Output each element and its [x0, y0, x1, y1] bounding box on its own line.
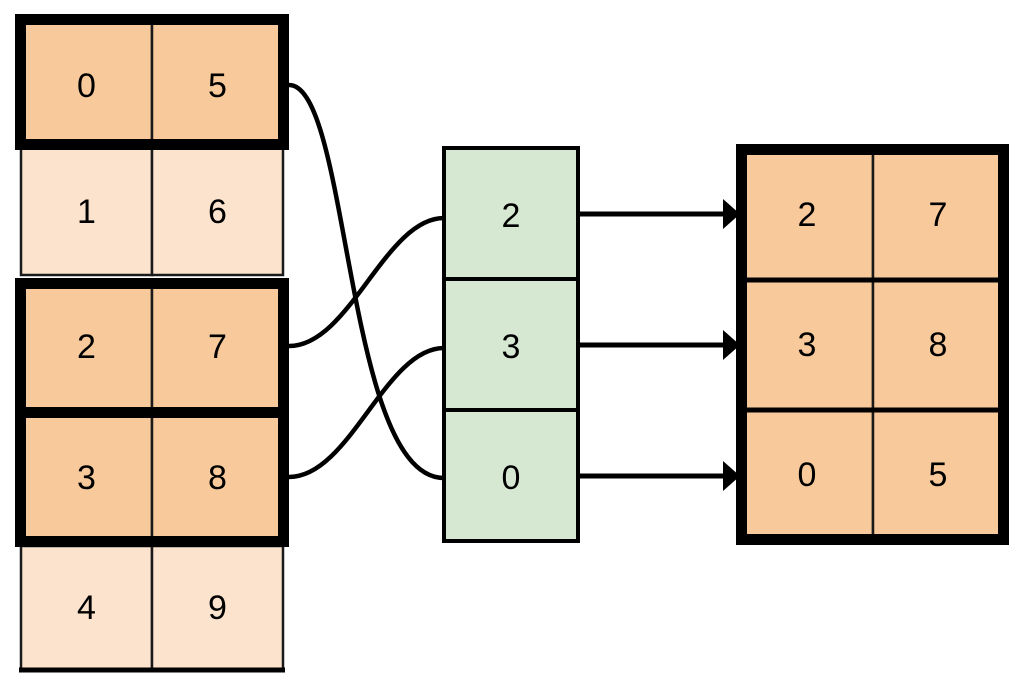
result-cell-0-0[interactable] — [740, 148, 875, 282]
result-array: 2 7 3 8 0 5 — [736, 144, 1009, 545]
source-cell-text: 4 — [77, 589, 96, 627]
source-cell-text: 9 — [208, 589, 227, 627]
arrow-index-2-to-result-2 — [579, 461, 740, 491]
source-cell-0-1[interactable] — [150, 18, 285, 146]
result-cell-text: 5 — [929, 456, 948, 494]
connector-row3-to-index-cell-1 — [288, 345, 445, 480]
source-row-3[interactable]: 3 8 — [19, 413, 285, 543]
arrow-group — [579, 199, 740, 491]
source-cell-text: 7 — [208, 328, 227, 366]
connector-row2-to-index-cell-0 — [288, 215, 445, 349]
source-cell-text: 1 — [77, 193, 96, 231]
arrow-head-icon — [723, 199, 740, 229]
arrow-index-1-to-result-1 — [579, 330, 740, 360]
arrow-head-icon — [723, 461, 740, 491]
source-selection-outline-row-0 — [15, 14, 289, 150]
source-cell-3-1[interactable] — [150, 413, 285, 543]
index-cell-text: 3 — [502, 328, 521, 366]
arrow-index-0-to-result-0 — [579, 199, 740, 229]
index-cell-text: 0 — [502, 459, 521, 497]
connector-group — [288, 82, 445, 481]
result-cell-text: 7 — [929, 196, 948, 234]
arrow-head-icon — [723, 330, 740, 360]
index-cell-0[interactable] — [442, 146, 580, 281]
source-cell-text: 5 — [208, 67, 227, 105]
result-cell-text: 2 — [798, 196, 817, 234]
index-cell-2[interactable] — [442, 408, 580, 543]
index-cell-text: 2 — [502, 197, 521, 235]
source-cell-0-0[interactable] — [19, 18, 154, 146]
source-cell-4-1[interactable] — [150, 544, 285, 672]
result-cell-text: 3 — [798, 326, 817, 364]
result-cell-1-0[interactable] — [740, 278, 875, 412]
source-cell-text: 6 — [208, 193, 227, 231]
source-row-4[interactable]: 4 9 — [19, 544, 285, 672]
source-cell-text: 2 — [77, 328, 96, 366]
result-cell-0-1[interactable] — [871, 148, 1005, 282]
source-row-2[interactable]: 2 7 — [19, 282, 285, 412]
source-cell-text: 8 — [208, 459, 227, 497]
connector-row0-to-index-cell-2 — [288, 82, 445, 481]
result-cell-text: 0 — [798, 456, 817, 494]
index-array: 2 3 0 — [442, 146, 580, 543]
source-row-1[interactable]: 1 6 — [19, 142, 285, 277]
result-cell-1-1[interactable] — [871, 278, 1005, 412]
source-cell-text: 0 — [77, 67, 96, 105]
source-cell-1-1[interactable] — [150, 142, 285, 277]
result-cell-text: 8 — [929, 326, 948, 364]
result-table-outline — [736, 144, 1009, 545]
source-cell-2-1[interactable] — [150, 282, 285, 412]
source-row-0[interactable]: 0 5 — [19, 18, 285, 146]
source-array: 0 5 1 6 2 7 3 8 4 9 — [15, 14, 289, 673]
source-cell-text: 3 — [77, 459, 96, 497]
